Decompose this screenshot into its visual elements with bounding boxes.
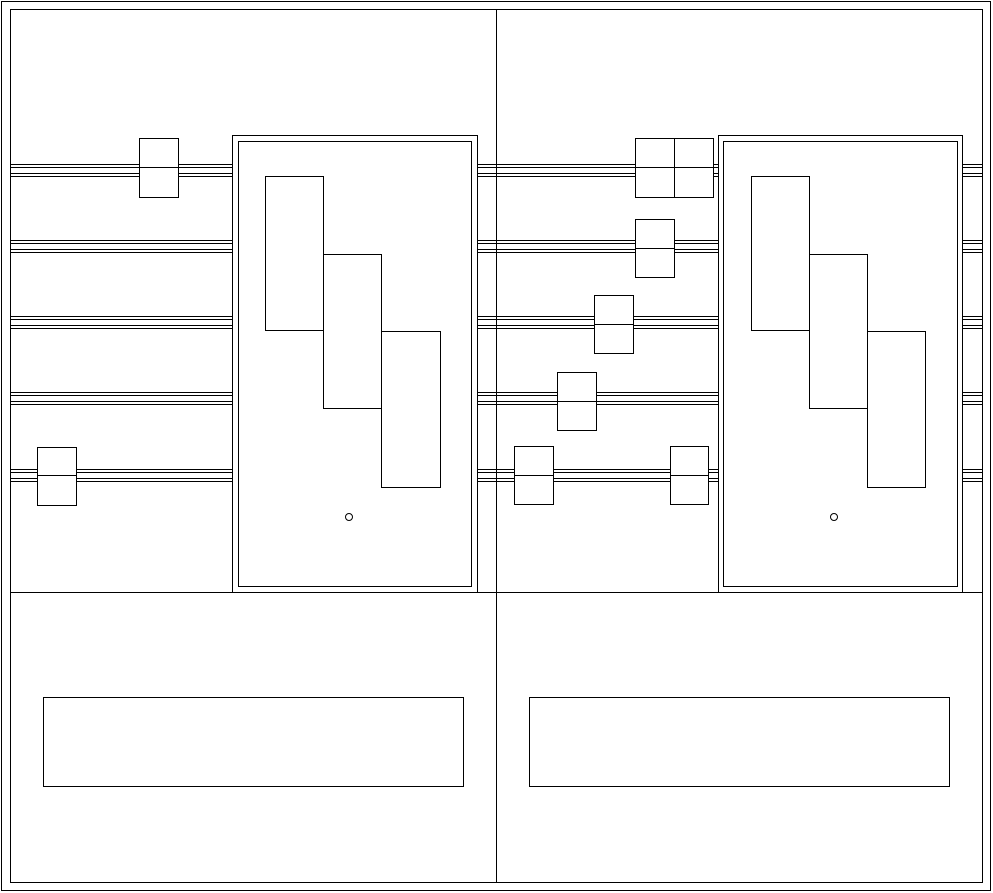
right-stepped-box-3 (867, 331, 926, 488)
left-stepped-box-3 (381, 331, 441, 488)
right-label-box (529, 697, 950, 787)
right-rail-blocks (514, 138, 714, 505)
left-cabinet (232, 135, 478, 593)
left-rail-blocks (37, 138, 179, 506)
left-label-box (43, 697, 464, 787)
left-rail-block (37, 447, 77, 506)
right-indicator-circle (830, 513, 838, 521)
right-cabinet-inner (723, 141, 958, 587)
left-cabinet-inner (238, 141, 472, 587)
right-cabinet (718, 135, 963, 593)
right-cabinet-outer (718, 135, 963, 593)
left-cabinet-outer (232, 135, 478, 593)
left-stepped-box-1 (265, 176, 324, 331)
left-indicator-circle (345, 513, 353, 521)
right-stepped-box-1 (751, 176, 810, 331)
